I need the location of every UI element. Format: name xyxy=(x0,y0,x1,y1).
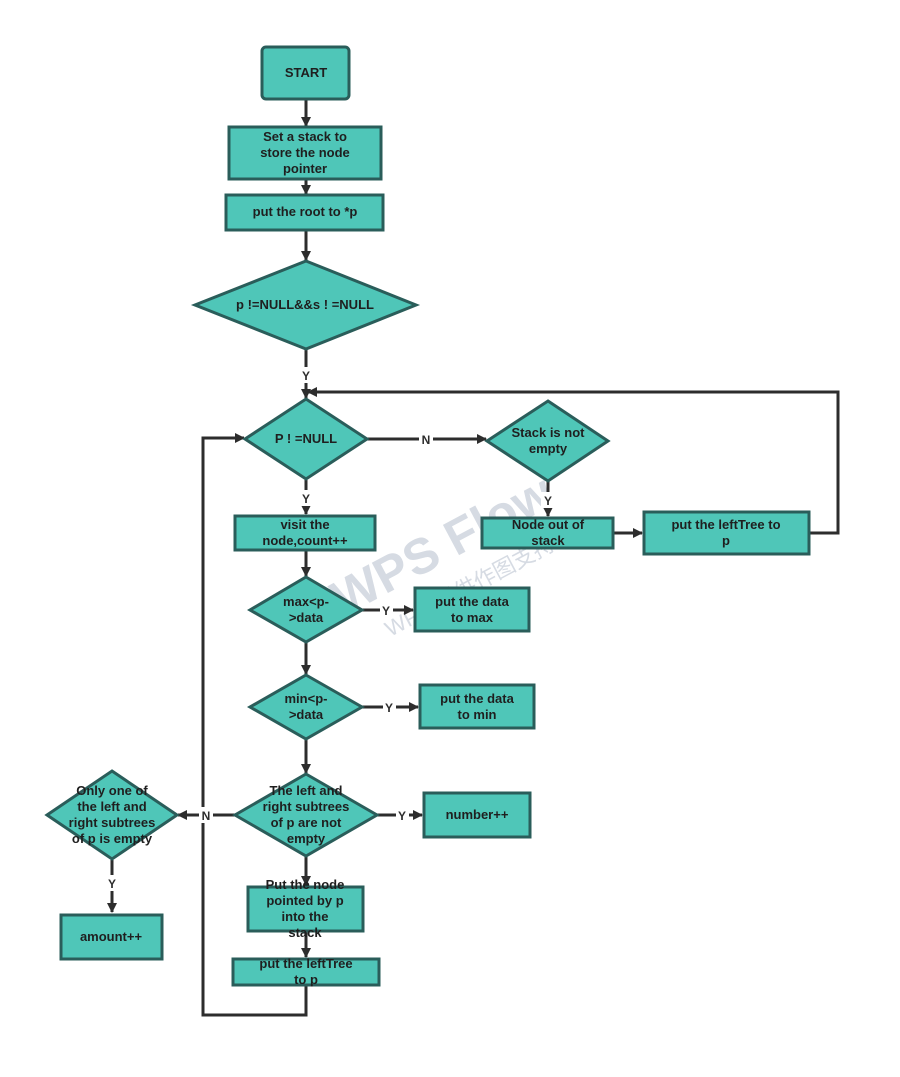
minc-label-line: >data xyxy=(289,707,324,722)
only-node xyxy=(44,769,180,861)
minc-label: min<p->data xyxy=(285,691,328,722)
left2-node xyxy=(231,957,381,987)
edge-label-cond1-yes: Y xyxy=(302,369,310,383)
both-node xyxy=(232,772,380,858)
only-label-line: Only one of xyxy=(76,783,148,798)
pop-node xyxy=(480,516,615,550)
amount-label-line: amount++ xyxy=(80,929,143,944)
left2-label-line: to p xyxy=(294,972,318,987)
stackne-node xyxy=(484,399,611,483)
minc-label-line: min<p- xyxy=(285,691,328,706)
both-label-line: right subtrees xyxy=(263,799,350,814)
visit-node xyxy=(233,514,377,552)
edges xyxy=(107,100,840,1017)
cond2-node xyxy=(242,397,370,481)
edge-label-max-yes: Y xyxy=(382,604,390,618)
push-label-line: stack xyxy=(288,925,322,940)
edge-label-only-yes: Y xyxy=(108,877,116,891)
stack-node xyxy=(227,125,383,181)
edge-label-both-no: N xyxy=(202,809,211,823)
cond2-label-line: P ! =NULL xyxy=(275,431,337,446)
edge-label-backgrounds xyxy=(106,367,554,891)
start-label: START xyxy=(285,65,327,80)
root-label: put the root to *p xyxy=(253,204,358,219)
both-label-line: of p are not xyxy=(271,815,342,830)
stack-label-line: pointer xyxy=(283,161,327,176)
edge-labels: Y Y N Y Y Y Y N Y xyxy=(108,369,552,891)
start-label-line: START xyxy=(285,65,327,80)
num-label: number++ xyxy=(446,807,509,822)
stack-label-line: store the node xyxy=(260,145,350,160)
maxa-label-line: put the data xyxy=(435,594,509,609)
maxa-label-line: to max xyxy=(451,610,494,625)
pop-label-line: stack xyxy=(531,533,565,548)
left1-label-line: p xyxy=(722,533,730,548)
stackne-label-line: Stack is not xyxy=(512,425,586,440)
maxc-node xyxy=(247,575,365,644)
mina-label-line: put the data xyxy=(440,691,514,706)
edge-left2-loop xyxy=(201,433,308,1017)
push-node xyxy=(246,885,365,933)
stack-label-line: Set a stack to xyxy=(263,129,347,144)
left1-label-line: put the leftTree to xyxy=(671,517,780,532)
only-label-line: right subtrees xyxy=(69,815,156,830)
both-label-line: The left and xyxy=(270,783,343,798)
edge-label-cond2-no: N xyxy=(422,433,431,447)
edge-label-stackne-yes: Y xyxy=(544,494,552,508)
stackne-label-line: empty xyxy=(529,441,568,456)
mina-node xyxy=(418,683,536,730)
num-node xyxy=(422,791,532,839)
root-label-line: put the root to *p xyxy=(253,204,358,219)
both-label-line: empty xyxy=(287,831,326,846)
maxc-label-line: >data xyxy=(289,610,324,625)
cond1-label: p !=NULL&&s ! =NULL xyxy=(236,297,374,312)
edge-label-cond2-yes: Y xyxy=(302,492,310,506)
push-label-line: into the xyxy=(282,909,329,924)
push-label-line: pointed by p xyxy=(266,893,343,908)
amount-label: amount++ xyxy=(80,929,143,944)
left2-label-line: put the leftTree xyxy=(259,956,352,971)
cond1-label-line: p !=NULL&&s ! =NULL xyxy=(236,297,374,312)
root-node xyxy=(224,193,385,232)
edge-label-both-yes: Y xyxy=(398,809,406,823)
minc-node xyxy=(246,673,366,741)
cond2-label: P ! =NULL xyxy=(275,431,337,446)
only-label-line: the left and xyxy=(77,799,146,814)
left1-node xyxy=(642,510,811,556)
maxa-node xyxy=(413,586,531,633)
pop-label-line: Node out of xyxy=(512,517,585,532)
only-label-line: of p is empty xyxy=(72,831,153,846)
maxc-label: max<p->data xyxy=(283,594,329,625)
maxc-label-line: max<p- xyxy=(283,594,329,609)
edge-label-min-yes: Y xyxy=(385,701,393,715)
cond1-node xyxy=(190,259,421,351)
start-node xyxy=(260,45,351,101)
edge-left1-loop xyxy=(307,387,840,535)
push-label-line: Put the node xyxy=(266,877,345,892)
visit-label-line: visit the xyxy=(280,517,329,532)
num-label-line: number++ xyxy=(446,807,509,822)
mina-label-line: to min xyxy=(458,707,497,722)
amount-node xyxy=(59,913,164,961)
visit-label-line: node,count++ xyxy=(262,533,348,548)
nodes xyxy=(44,45,811,987)
